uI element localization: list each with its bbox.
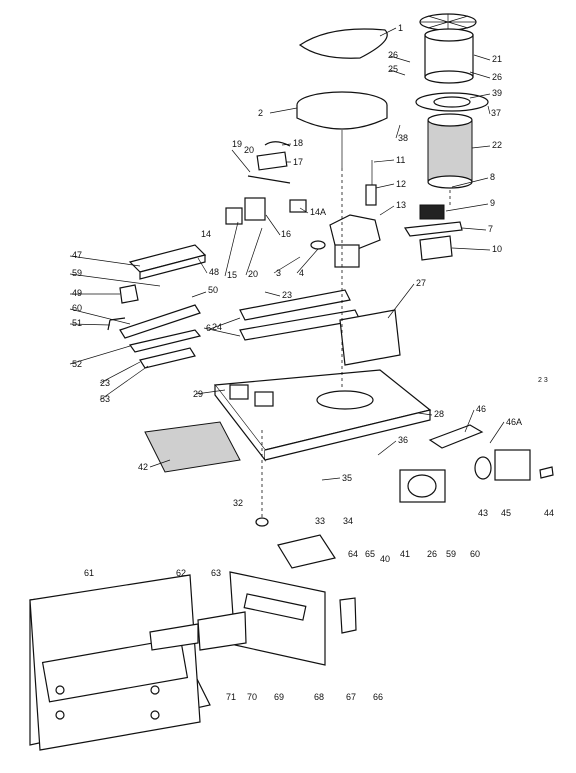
callout: 10 bbox=[492, 244, 502, 254]
callout: 9 bbox=[490, 198, 495, 208]
callout: 23 bbox=[282, 290, 292, 300]
callout: 70 bbox=[247, 692, 257, 702]
callout: 50 bbox=[208, 285, 218, 295]
callout: 47 bbox=[72, 250, 82, 260]
callout: 34 bbox=[343, 516, 353, 526]
callout: 59 bbox=[446, 549, 456, 559]
callout-labels: 1 2 3 4 6 7 8 9 10 11 12 13 14 14A 15 16… bbox=[72, 23, 554, 702]
callout: 14 bbox=[201, 229, 211, 239]
callout: 7 bbox=[488, 224, 493, 234]
callout: 62 bbox=[176, 568, 186, 578]
pulley-assembly bbox=[474, 449, 554, 481]
leader-lines bbox=[69, 27, 505, 481]
callout: 45 bbox=[501, 508, 511, 518]
circuit-board bbox=[144, 421, 241, 473]
callout: 23 bbox=[100, 378, 110, 388]
callout: 20 bbox=[244, 145, 254, 155]
callout: 15 bbox=[227, 270, 237, 280]
callout: 42 bbox=[138, 462, 148, 472]
callout: 14A bbox=[310, 207, 326, 217]
callout: 38 bbox=[398, 133, 408, 143]
callout: 46 bbox=[476, 404, 486, 414]
fan-blade bbox=[419, 13, 477, 31]
callout: 61 bbox=[84, 568, 94, 578]
callout: 24 bbox=[212, 322, 222, 332]
callout: 66 bbox=[373, 692, 383, 702]
callout: 43 bbox=[478, 508, 488, 518]
callout: 52 bbox=[72, 359, 82, 369]
callout: 20 bbox=[248, 269, 258, 279]
callout: 27 bbox=[416, 278, 426, 288]
bracket-parts bbox=[403, 204, 463, 261]
front-panel bbox=[29, 574, 211, 751]
tonearm-assembly bbox=[310, 214, 381, 268]
callout: 16 bbox=[281, 229, 291, 239]
callout: 71 bbox=[226, 692, 236, 702]
callout: 8 bbox=[490, 172, 495, 182]
callout: 65 bbox=[365, 549, 375, 559]
motor-mount bbox=[415, 92, 489, 112]
callout: 4 bbox=[299, 268, 304, 278]
callout: 25 bbox=[388, 64, 398, 74]
callout: 3 bbox=[276, 268, 281, 278]
spring-parts bbox=[225, 141, 377, 225]
callout: 68 bbox=[314, 692, 324, 702]
callout: 53 bbox=[100, 394, 110, 404]
callout: 39 bbox=[492, 88, 502, 98]
callout: 44 bbox=[544, 508, 554, 518]
turntable-platter bbox=[296, 91, 388, 168]
knob-bracket bbox=[339, 597, 357, 634]
callout: 60 bbox=[470, 549, 480, 559]
callout: 12 bbox=[396, 179, 406, 189]
callout: 6 bbox=[206, 323, 211, 333]
lever-parts bbox=[107, 284, 202, 369]
filter-cylinder bbox=[427, 113, 473, 189]
motor bbox=[424, 28, 474, 84]
belt bbox=[298, 28, 388, 59]
callout: 2 bbox=[258, 108, 263, 118]
callout: 48 bbox=[209, 267, 219, 277]
callout: 33 bbox=[315, 516, 325, 526]
slide-plate bbox=[239, 289, 401, 366]
callout: 63 bbox=[211, 568, 221, 578]
callout: 49 bbox=[72, 288, 82, 298]
dial-panel bbox=[229, 571, 326, 666]
page-mark: 2 3 bbox=[538, 377, 548, 384]
drive-motor bbox=[399, 424, 484, 503]
lower-bracket bbox=[255, 517, 336, 569]
callout: 26 bbox=[388, 50, 398, 60]
callout: 26 bbox=[427, 549, 437, 559]
window-lens bbox=[149, 611, 247, 651]
switch-bracket bbox=[128, 244, 207, 280]
callout: 26 bbox=[492, 72, 502, 82]
callout: 64 bbox=[348, 549, 358, 559]
callout: 21 bbox=[492, 54, 502, 64]
callout: 60 bbox=[72, 303, 82, 313]
callout: 67 bbox=[346, 692, 356, 702]
callout: 1 bbox=[398, 23, 403, 33]
callout: 13 bbox=[396, 200, 406, 210]
callout: 51 bbox=[72, 318, 82, 328]
callout: 32 bbox=[233, 498, 243, 508]
callout: 19 bbox=[232, 139, 242, 149]
callout: 35 bbox=[342, 473, 352, 483]
callout: 11 bbox=[396, 155, 405, 165]
callout: 41 bbox=[400, 549, 410, 559]
callout: 40 bbox=[380, 554, 390, 564]
callout: 18 bbox=[293, 138, 303, 148]
callout: 17 bbox=[293, 157, 303, 167]
callout: 28 bbox=[434, 409, 444, 419]
main-chassis bbox=[213, 369, 432, 462]
callout: 69 bbox=[274, 692, 284, 702]
callout: 59 bbox=[72, 268, 82, 278]
callout: 46A bbox=[506, 417, 522, 427]
callout: 22 bbox=[492, 140, 502, 150]
assembly-guides bbox=[261, 168, 451, 520]
callout: 36 bbox=[398, 435, 408, 445]
callout: 37 bbox=[491, 108, 501, 118]
